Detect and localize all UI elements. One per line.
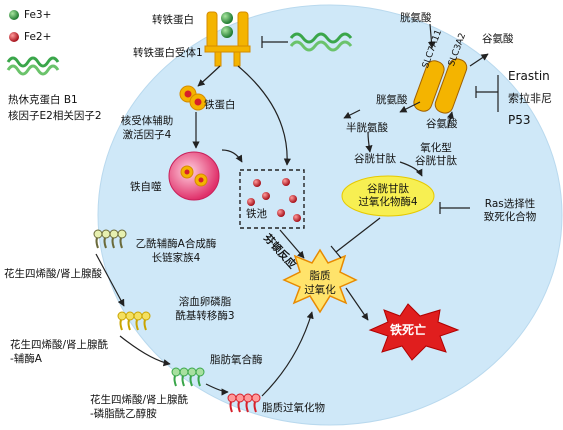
p53-label: P53 [508,113,531,127]
ncoa4-label-line2: 激活因子4 [122,129,172,141]
ncoa4-label-line1: 核受体辅助 [120,115,174,127]
ferritinophagy-label: 铁自噬 [130,181,162,193]
rsl-label-line2: 致死化合物 [483,211,537,223]
aa-coa-label-line2: -辅酶A [10,353,42,365]
erastin-label: Erastin [508,69,550,83]
ferroptosis-label: 铁死亡 [389,323,426,337]
aa-coa-lipid-icon [117,311,151,331]
slc3a2-transporter [434,58,468,114]
fe3-legend-label: Fe3+ [24,9,52,21]
fe2-legend-label: Fe2+ [24,31,52,43]
transferrin-receptor-label: 转铁蛋白受体1 [133,47,203,59]
gpx4-label-line2: 过氧化物酶4 [358,196,418,208]
iron-pool-box [239,169,305,229]
acsl4-label-line2: 长链家族4 [151,252,201,264]
glutamate-top-label: 谷氨酸 [482,33,514,45]
aa-pe-label-line1: 花生四烯酸/肾上腺酰 [90,394,189,406]
lipid-peroxidation-starburst [282,248,358,314]
ferritin-icon [179,85,207,111]
lipid-peroxidation-label-line1: 脂质 [309,270,331,282]
cystine-top-label: 胱氨酸 [400,12,432,24]
ferroptosis-starburst [368,303,460,361]
inhibition-lines [261,36,499,259]
ferritinophagy-icon [168,151,220,201]
gssg-label-line2: 谷胱甘肽 [415,155,457,167]
dna-icon [289,32,353,52]
lipid-peroxidation-label-line2: 过氧化 [304,284,336,296]
aa-coa-label-line1: 花生四烯酸/肾上腺酰 [10,339,109,351]
aa-label: 花生四烯酸/肾上腺酸 [4,268,103,280]
fe2-legend-icon [9,32,19,42]
lipid-peroxide-label: 脂质过氧化物 [262,402,325,414]
cystine-label: 胱氨酸 [376,94,408,106]
lpcat3-label-line2: 酰基转移酶3 [175,310,235,322]
lpcat3-label-line1: 溶血卵磷脂 [178,296,232,308]
ferritin-label: 铁蛋白 [204,99,236,111]
transferrin-receptor-icon [204,11,251,67]
aa-lipid-icon [93,229,127,249]
lipid-peroxide-icon [227,393,261,413]
hspb1-legend-label: 热休克蛋白 B1 [8,94,78,106]
aa-pe-label-line2: -磷脂酰乙醇胺 [90,408,157,420]
gpx4-bubble [341,175,435,217]
pathway-arrows [95,23,489,397]
acsl4-label-line1: 乙酰辅酶A合成酶 [135,238,217,250]
nrf2-legend-label: 核因子E2相关因子2 [8,110,102,122]
rsl-label-line1: Ras选择性 [484,198,536,210]
slc7a11-transporter [413,60,445,112]
sorafenib-label: 索拉非尼 [508,92,552,105]
cysteine-label: 半胱氨酸 [346,122,388,134]
gssg-label-line1: 氧化型 [420,142,452,154]
iron-pool-label: 铁池 [246,208,267,220]
lox-label: 脂肪氧合酶 [210,354,263,366]
dna-legend-icon [6,56,60,76]
transferrin-label: 转铁蛋白 [152,14,194,26]
glutamate-label: 谷氨酸 [426,118,458,130]
gpx4-label-line1: 谷胱甘肽 [367,183,409,195]
gsh-label: 谷胱甘肽 [354,153,396,165]
aa-pe-lipid-icon [171,367,205,387]
fe3-legend-icon [9,10,19,20]
